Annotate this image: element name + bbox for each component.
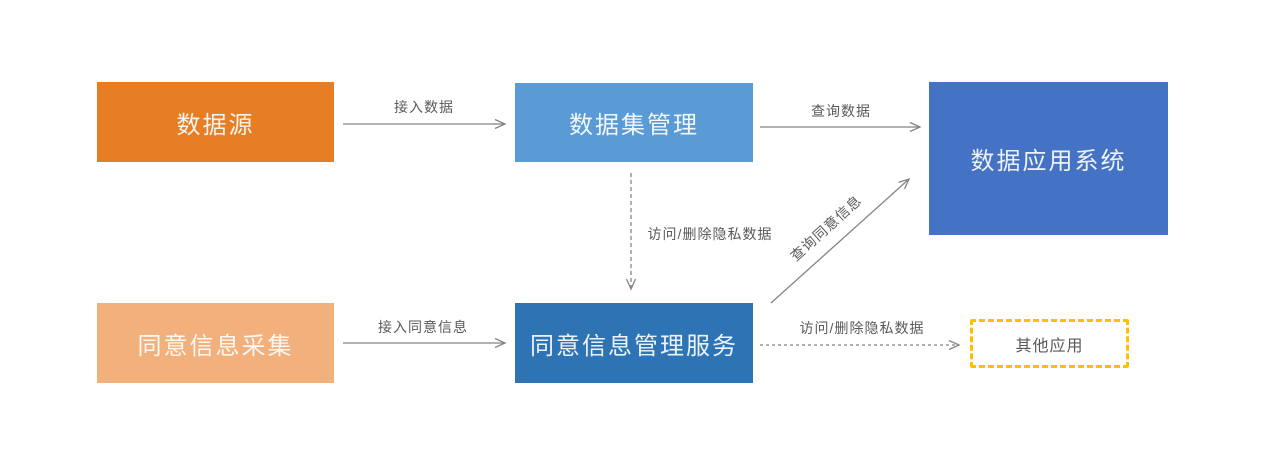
node-consent-collection: 同意信息采集 — [97, 303, 334, 383]
edge-label-access-data: 接入数据 — [394, 99, 454, 115]
edge-label-access-delete-private-data-horizontal: 访问/删除隐私数据 — [799, 320, 925, 336]
node-other-applications: 其他应用 — [970, 319, 1129, 368]
node-dataset-management: 数据集管理 — [515, 83, 753, 162]
node-data-source-label: 数据源 — [176, 111, 255, 139]
node-data-source: 数据源 — [97, 82, 334, 162]
edge-query-consent-info — [770, 177, 911, 304]
node-data-app-system-label: 数据应用系统 — [970, 148, 1127, 175]
node-dataset-management-label: 数据集管理 — [569, 112, 699, 139]
node-consent-mgmt-service: 同意信息管理服务 — [515, 303, 753, 383]
node-consent-mgmt-service-label: 同意信息管理服务 — [530, 332, 738, 360]
node-data-app-system: 数据应用系统 — [929, 82, 1168, 235]
node-consent-collection-label: 同意信息采集 — [137, 332, 294, 360]
edge-label-access-consent-info: 接入同意信息 — [378, 319, 468, 335]
edge-label-query-consent-info: 查询同意信息 — [787, 191, 865, 265]
edge-label-query-data: 查询数据 — [811, 103, 871, 119]
node-other-applications-label: 其他应用 — [1015, 337, 1084, 355]
edge-label-access-delete-private-data-vertical: 访问/删除隐私数据 — [647, 226, 773, 242]
